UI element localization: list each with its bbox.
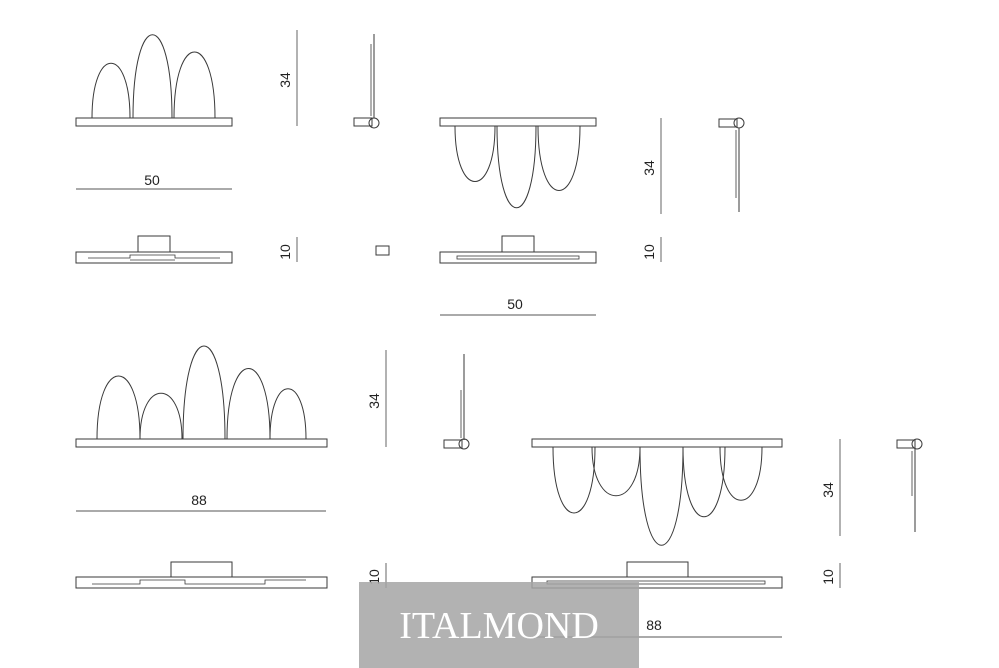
large-lamp-up-front bbox=[75, 345, 328, 448]
small-lamp-down-front bbox=[439, 117, 597, 208]
small-down-depth-label: 10 bbox=[641, 244, 657, 260]
small-up-height-label: 34 bbox=[277, 72, 293, 88]
large-lamp-down-side bbox=[896, 438, 923, 532]
large-lamp-up-side bbox=[443, 354, 470, 450]
large-lamp-down-front bbox=[531, 438, 783, 546]
small-lamp-down-side bbox=[718, 117, 745, 212]
large-lamp-up-top bbox=[75, 561, 328, 589]
watermark: ITALMOND bbox=[359, 582, 639, 668]
small-lamp-up-side bbox=[353, 34, 380, 129]
large-up-height-label: 34 bbox=[366, 393, 382, 409]
small-up-width-dim: 50 bbox=[76, 172, 232, 190]
small-lamp-up-top bbox=[75, 235, 233, 264]
large-down-height-label: 34 bbox=[820, 482, 836, 498]
small-lamp-canopy-icon bbox=[375, 245, 390, 256]
small-up-width-label: 50 bbox=[144, 172, 160, 188]
large-up-width-dim: 88 bbox=[76, 492, 326, 512]
small-up-height-dim: 34 bbox=[277, 30, 298, 126]
watermark-text: ITALMOND bbox=[399, 605, 599, 647]
large-up-height-dim: 34 bbox=[366, 350, 387, 447]
small-up-depth-label: 10 bbox=[277, 244, 293, 260]
small-down-width-dim: 50 bbox=[440, 296, 596, 316]
large-down-depth-dim: 10 bbox=[820, 563, 841, 588]
small-down-height-dim: 34 bbox=[641, 118, 662, 214]
small-lamp-down-top bbox=[439, 235, 597, 264]
small-down-width-label: 50 bbox=[507, 296, 523, 312]
large-down-width-label: 88 bbox=[646, 617, 662, 633]
large-down-depth-label: 10 bbox=[820, 569, 836, 585]
large-up-depth-label: 10 bbox=[366, 569, 382, 585]
large-down-height-dim: 34 bbox=[820, 439, 841, 536]
small-down-depth-dim: 10 bbox=[641, 237, 662, 262]
small-down-height-label: 34 bbox=[641, 160, 657, 176]
small-lamp-up-front bbox=[75, 34, 233, 127]
small-up-depth-dim: 10 bbox=[277, 237, 298, 262]
large-up-width-label: 88 bbox=[191, 492, 207, 508]
